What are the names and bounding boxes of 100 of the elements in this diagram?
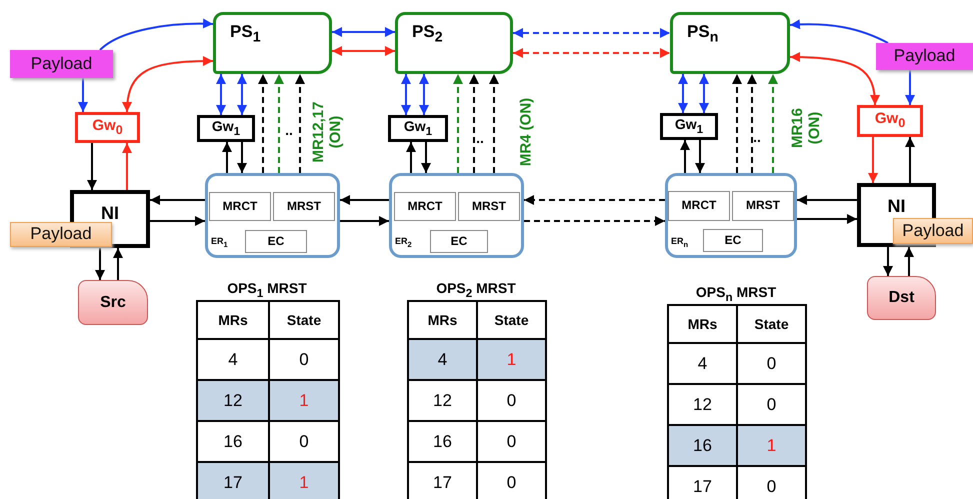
node-label: ER$_{n}$ <box>671 236 688 249</box>
node-label: ER$_{1}$ <box>211 236 228 249</box>
table-cell: 1 <box>268 379 340 422</box>
status-label: MR12,17 (ON) <box>310 100 344 164</box>
arrow <box>406 142 416 173</box>
payload-tag <box>893 218 973 244</box>
table-box <box>245 230 307 253</box>
node-label: MRCT <box>408 200 442 214</box>
arrow <box>150 195 205 205</box>
arrow <box>99 18 214 51</box>
table-cell: 1 <box>268 461 340 499</box>
column-header: State <box>476 300 547 340</box>
column-header: MRs <box>196 300 270 340</box>
node-label: MRCT <box>222 200 258 214</box>
payload-tag <box>876 43 973 70</box>
arrow <box>113 248 123 280</box>
node-label: EC <box>724 234 742 248</box>
arrow <box>216 74 226 115</box>
node-label: Payload <box>894 47 956 66</box>
table-cell: 17 <box>196 461 270 499</box>
column-header: MRs <box>667 304 738 344</box>
table-cell: 1 <box>736 424 807 467</box>
dashed-arrow <box>274 74 284 173</box>
dashed-arrow <box>258 74 268 173</box>
dashed-arrow <box>524 216 665 226</box>
arrow <box>904 247 914 276</box>
gateway-box <box>75 112 140 143</box>
arrow <box>340 195 389 205</box>
node-label: Gw$_{0}$ <box>874 111 906 131</box>
node-label: Gw$_{0}$ <box>92 118 123 138</box>
node-label: Payload <box>30 225 92 244</box>
column-header: MRs <box>407 300 478 340</box>
node-label: MRST <box>287 200 321 214</box>
table-cell: 12 <box>196 379 270 422</box>
status-label: MR16 (ON) <box>788 107 824 150</box>
status-label: MR4 (ON) <box>517 96 535 168</box>
arrow <box>868 137 878 183</box>
dashed-arrow <box>469 74 479 173</box>
dashed-arrow <box>732 74 742 173</box>
arrow <box>237 142 247 173</box>
ellipsis: .. <box>753 129 761 145</box>
arrow <box>905 137 915 183</box>
arrow <box>790 19 888 44</box>
ellipsis: .. <box>476 130 484 146</box>
switch-box <box>213 12 332 74</box>
node-label: EC <box>268 234 284 248</box>
ellipsis: .. <box>285 122 293 138</box>
arrow <box>678 74 688 113</box>
payload-tag <box>10 50 113 78</box>
table-box <box>458 192 520 221</box>
dashed-arrow <box>513 48 670 58</box>
table-title: OPS$_{n}$ MRST <box>696 284 776 304</box>
endpoint-box <box>867 276 936 320</box>
arrow <box>222 142 232 173</box>
arrow <box>419 74 429 115</box>
table-cell: 16 <box>667 424 738 467</box>
node-label: NI <box>888 197 906 218</box>
gateway-box <box>857 105 923 137</box>
arrow <box>790 52 880 106</box>
gateway-box <box>388 115 448 142</box>
arrow <box>78 78 88 112</box>
table-box <box>703 229 763 252</box>
dashed-arrow <box>513 28 670 38</box>
node-label: EC <box>450 234 468 248</box>
arrow <box>699 74 709 113</box>
arrow <box>340 216 389 226</box>
router-box <box>205 173 340 258</box>
node-label: MRCT <box>682 199 716 213</box>
arrow <box>122 56 214 112</box>
node-label: Gw$_{1}$ <box>212 118 240 138</box>
arrow <box>87 143 97 190</box>
node-label: Payload <box>902 222 964 240</box>
arrow <box>237 74 247 115</box>
table-title: OPS$_{1}$ MRST <box>227 280 307 300</box>
switch-box <box>395 12 513 74</box>
dashed-arrow <box>489 74 499 173</box>
arrow <box>797 214 857 224</box>
dashed-arrow <box>295 74 305 173</box>
arrow <box>332 27 395 37</box>
arrow <box>401 74 411 115</box>
table-box <box>394 192 456 221</box>
arrow <box>883 247 893 276</box>
node-label: ER$_{2}$ <box>395 236 412 249</box>
arrow <box>95 248 105 280</box>
table-box <box>209 192 271 221</box>
arrow <box>905 70 915 105</box>
node-label: Gw$_{1}$ <box>674 116 704 136</box>
table-title: OPS$_{2}$ MRST <box>436 280 516 300</box>
switch-box <box>670 12 790 74</box>
dashed-arrow <box>524 195 665 205</box>
node-label: NI <box>101 204 119 225</box>
payload-tag <box>10 222 112 247</box>
gateway-box <box>660 113 718 140</box>
table-box <box>430 230 488 253</box>
node-label: PS$_{1}$ <box>230 23 261 48</box>
arrow <box>695 140 705 173</box>
node-label: Payload <box>30 54 92 74</box>
arrow <box>332 46 395 56</box>
arrow <box>680 140 690 173</box>
table-box <box>732 191 794 221</box>
